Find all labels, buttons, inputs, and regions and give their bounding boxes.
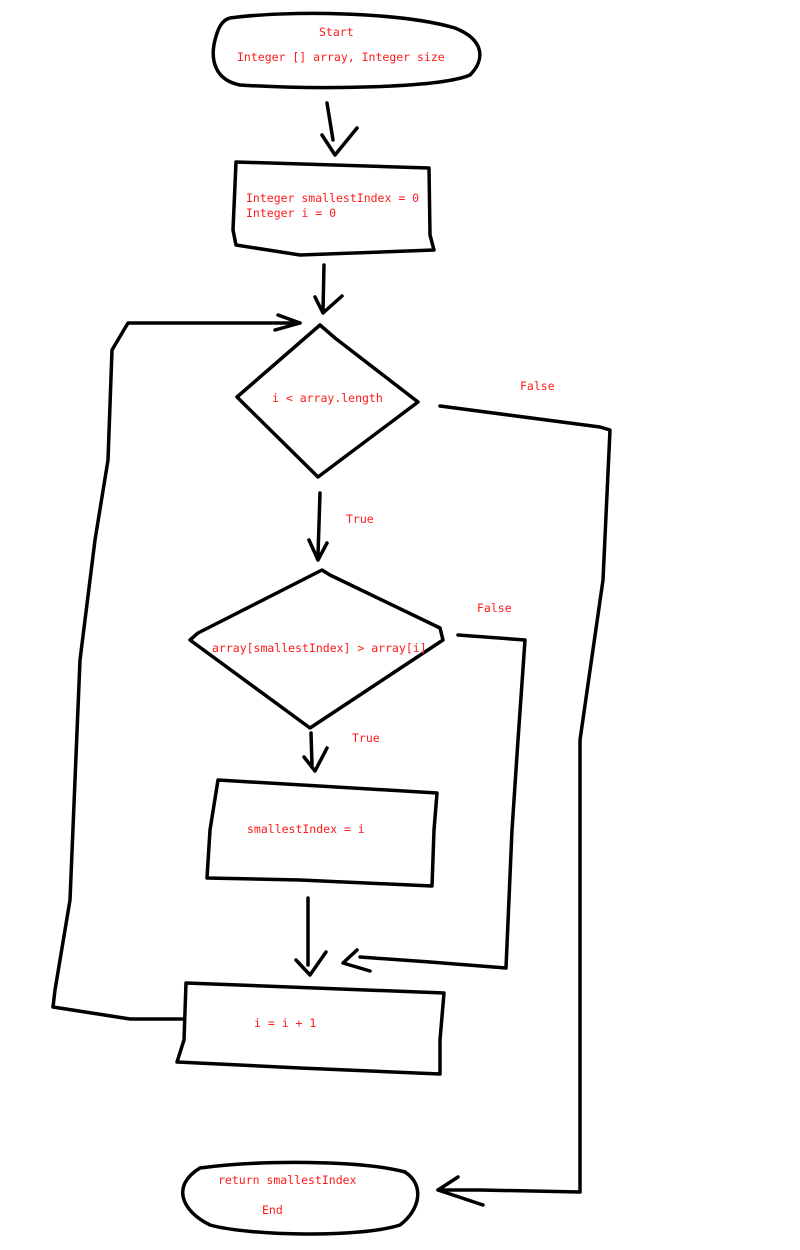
end-return-label: return smallestIndex xyxy=(218,1173,357,1187)
compare-condition-label: array[smallestIndex] > array[i] xyxy=(212,641,427,655)
compare-true-label: True xyxy=(352,731,380,745)
increment-process: i = i + 1 xyxy=(175,981,446,1076)
end-terminal: return smallestIndex End xyxy=(181,1160,420,1236)
arrow-compare-true xyxy=(302,731,329,773)
compare-false-label: False xyxy=(477,601,512,615)
init-line-1: Integer smallestIndex = 0 xyxy=(246,191,419,205)
compare-decision: array[smallestIndex] > array[i] xyxy=(188,568,445,730)
arrow-assign-to-increment xyxy=(294,896,328,977)
arrow-loop-false-to-end xyxy=(436,404,612,1207)
start-terminal: Start Integer [] array, Integer size xyxy=(211,11,482,90)
loop-decision: i < array.length xyxy=(235,323,420,479)
start-params: Integer [] array, Integer size xyxy=(237,50,445,64)
arrow-start-to-init xyxy=(320,101,359,157)
assign-label: smallestIndex = i xyxy=(247,822,365,836)
arrow-init-to-loop xyxy=(313,263,344,315)
arrow-loop-true xyxy=(307,491,329,562)
loop-condition-label: i < array.length xyxy=(272,391,383,405)
init-process: Integer smallestIndex = 0 Integer i = 0 xyxy=(231,160,436,257)
start-label: Start xyxy=(319,25,354,39)
loop-true-label: True xyxy=(346,512,374,526)
end-label: End xyxy=(262,1203,283,1217)
increment-label: i = i + 1 xyxy=(254,1016,316,1030)
loop-false-label: False xyxy=(520,379,555,393)
arrow-compare-false-to-increment xyxy=(341,633,527,973)
arrow-increment-back-to-loop xyxy=(51,313,302,1021)
init-line-2: Integer i = 0 xyxy=(246,206,336,220)
assign-process: smallestIndex = i xyxy=(205,778,439,888)
